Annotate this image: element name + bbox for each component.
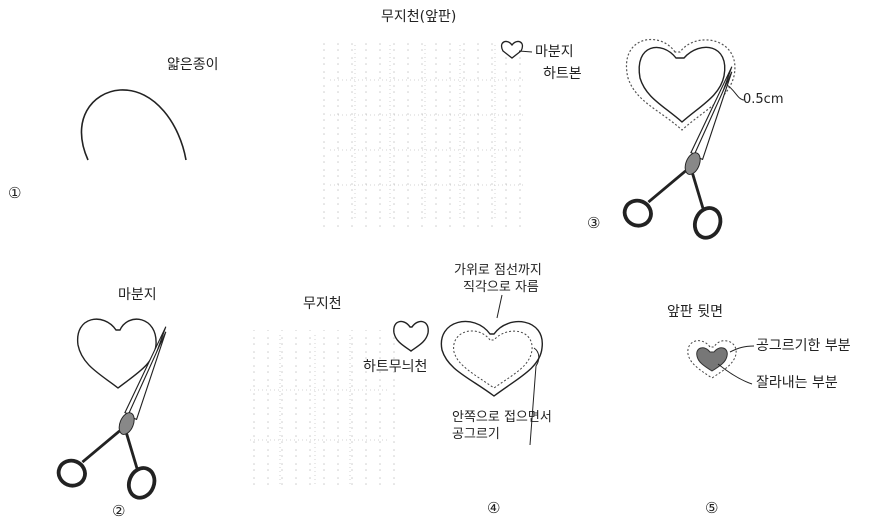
heart-fold-dashed — [453, 330, 533, 389]
label-cut-line-2: 직각으로 자름 — [463, 280, 539, 295]
cardboard-heart — [77, 318, 157, 389]
step-number-3: ③ — [587, 214, 601, 232]
heart-fold-outer — [440, 320, 543, 397]
label-fabric-front: 무지천(앞판) — [381, 9, 457, 25]
step-number-4: ④ — [487, 499, 501, 517]
label-heart-template: 하트본 — [543, 66, 582, 82]
margin-leader — [726, 84, 745, 101]
label-fold-line-1: 안쪽으로 접으면서 — [452, 410, 552, 425]
step-number-2: ② — [112, 502, 126, 520]
label-thin-paper: 얇은종이 — [167, 57, 219, 73]
label-back-of-front: 앞판 뒷면 — [667, 304, 723, 320]
label-heart-pattern-fabric: 하트무늬천 — [363, 359, 428, 375]
step-number-5: ⑤ — [705, 499, 719, 517]
label-plain-fabric: 무지천 — [303, 296, 342, 312]
label-cardboard: 마분지 — [118, 287, 157, 303]
heart-dashed-margin — [625, 38, 736, 131]
label-fold-line-2: 공그르기 — [452, 427, 500, 442]
plain-fabric-front — [322, 40, 532, 230]
small-heart-template — [500, 40, 524, 59]
thin-paper-arc — [80, 89, 187, 161]
step-number-1: ① — [8, 184, 22, 202]
label-margin: 0.5cm — [743, 92, 784, 107]
heart-pattern-fabric — [393, 320, 429, 352]
label-cut-line-1: 가위로 점선까지 — [454, 263, 542, 278]
label-cut-out: 잘라내는 부분 — [756, 375, 838, 391]
plain-fabric-bottom — [245, 330, 395, 490]
label-blind-stitched: 공그르기한 부분 — [756, 338, 851, 354]
label-cardboard-top: 마분지 — [535, 44, 574, 60]
heart-template — [638, 46, 726, 123]
